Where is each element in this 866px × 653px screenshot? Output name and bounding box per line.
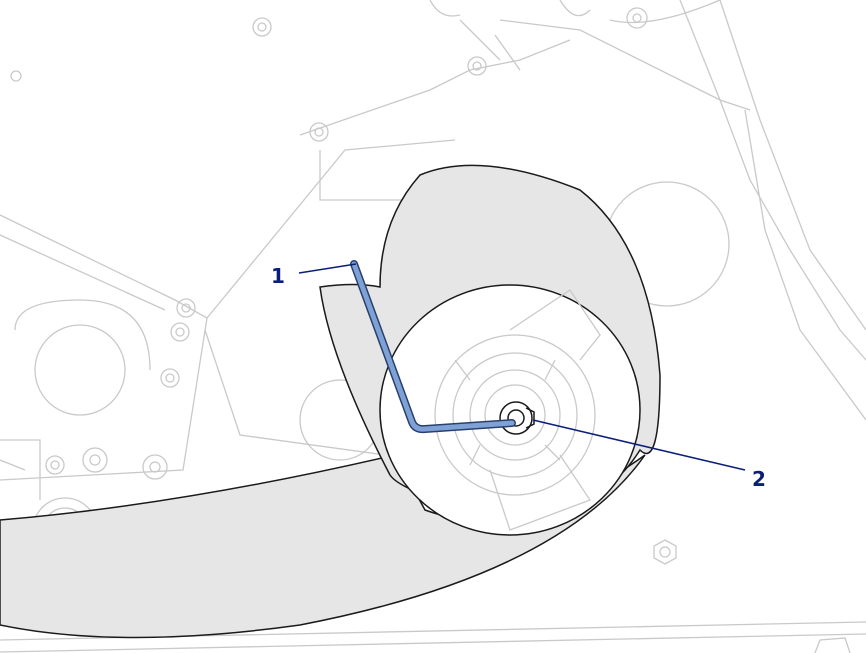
washer-icon (142, 454, 168, 480)
media-hook-tool (350, 260, 516, 434)
hex-bolt-icon (45, 455, 65, 475)
hex-bolt-icon (160, 368, 180, 388)
media-roll (0, 164, 661, 639)
callout-2-label: 2 (752, 467, 766, 491)
hex-bolt-icon (170, 322, 190, 342)
callout-2-leader (532, 419, 746, 471)
callout-1: 1 (271, 263, 357, 288)
small-screw-icon (10, 70, 22, 82)
washer-icon (82, 447, 108, 473)
callout-1-label: 1 (271, 264, 285, 288)
washer-icon (626, 7, 648, 29)
hex-bolt-icon (252, 17, 272, 37)
callout-2: 2 (532, 419, 766, 491)
hex-bolt-icon (176, 298, 196, 318)
hex-nut-icon (653, 539, 677, 565)
media-web (0, 454, 646, 639)
hex-bolt-icon (309, 122, 329, 142)
hex-bolt-icon (467, 56, 487, 76)
callout-1-leader (298, 263, 357, 274)
